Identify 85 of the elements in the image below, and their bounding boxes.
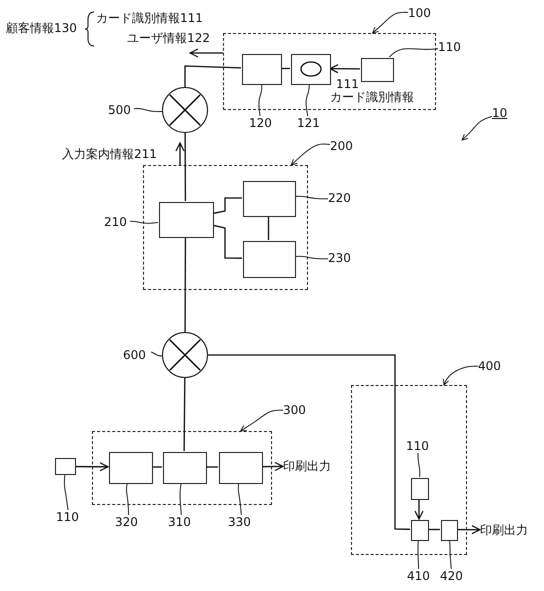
reference-numeral: 300	[283, 403, 306, 418]
leader-line	[294, 256, 328, 260]
connector-line	[184, 65, 242, 87]
dashed-boundary-box	[92, 431, 272, 505]
leader-line	[388, 48, 438, 58]
leader-line	[418, 540, 420, 570]
leader-arrow	[240, 410, 284, 432]
reference-numeral: 120	[249, 116, 272, 131]
block-box	[243, 241, 296, 278]
reference-numeral: 500	[108, 103, 131, 118]
reference-numeral: 10	[492, 106, 508, 121]
connector-line	[184, 378, 186, 451]
leader-line	[449, 540, 452, 570]
connector-line	[268, 216, 270, 240]
leader-arrow	[290, 144, 330, 166]
arrow	[329, 64, 360, 74]
block-box	[242, 54, 282, 85]
output-label: 印刷出力	[283, 458, 331, 474]
reference-numeral: 110	[56, 510, 79, 525]
leader-line	[150, 352, 162, 356]
leader-line	[258, 84, 262, 116]
reference-numeral: 420	[440, 569, 463, 584]
leader-arrow	[372, 12, 408, 34]
block-box	[243, 181, 296, 217]
leader-line	[306, 84, 310, 116]
reference-numeral: 400	[478, 359, 501, 374]
leader-line	[134, 108, 162, 112]
annotation-text: カード識別情報	[330, 90, 415, 105]
arrow	[76, 462, 109, 472]
connector-line	[208, 354, 410, 530]
block-box	[219, 452, 263, 484]
leader-arrow	[462, 116, 492, 140]
arrow	[262, 462, 284, 472]
crossed-circle-symbol	[162, 87, 208, 133]
leader-line	[130, 220, 158, 224]
annotation-text: カード識別情報111	[96, 11, 204, 26]
reference-numeral: 230	[328, 251, 351, 266]
block-box	[291, 54, 331, 85]
reference-numeral: 210	[104, 215, 127, 230]
block-box	[411, 478, 429, 500]
connector-line	[184, 237, 186, 332]
annotation-text: 111	[336, 77, 358, 92]
reference-numeral: 330	[228, 515, 251, 530]
connector-line	[212, 224, 242, 259]
arrow	[175, 142, 185, 165]
leader-line	[180, 482, 182, 516]
connector-line	[152, 466, 162, 468]
arrow	[189, 48, 223, 58]
connector-line	[212, 197, 242, 214]
reference-numeral: 100	[408, 5, 431, 21]
dashed-boundary-box	[143, 165, 308, 290]
reference-numeral: 600	[123, 348, 146, 363]
crossed-circle-symbol	[162, 332, 208, 378]
reference-numeral: 310	[168, 515, 191, 530]
connector-line	[206, 466, 218, 468]
block-box	[441, 520, 458, 541]
reference-numeral: 200	[330, 139, 353, 154]
block-box	[109, 452, 153, 484]
connector-line	[428, 528, 440, 530]
dashed-boundary-box	[223, 33, 436, 110]
leader-arrow	[443, 366, 478, 386]
output-label: 印刷出力	[480, 522, 528, 538]
block-box	[159, 202, 214, 238]
block-box	[411, 520, 429, 541]
reference-numeral: 410	[407, 569, 430, 584]
leader-line	[294, 196, 328, 200]
arrow	[457, 525, 481, 534]
reference-numeral: 320	[115, 515, 138, 530]
block-box	[163, 452, 207, 484]
annotation-text: 入力案内情報211	[62, 147, 158, 162]
annotation-text: 顧客情報130	[6, 21, 78, 36]
reference-numeral: 110	[438, 40, 461, 55]
leader-line	[238, 482, 242, 516]
reference-numeral: 220	[328, 191, 351, 206]
leader-line	[64, 474, 68, 510]
leader-line	[418, 452, 420, 478]
reference-numeral: 110	[406, 439, 429, 454]
info-label: ユーザ情報122	[127, 30, 210, 46]
arrow	[414, 499, 424, 520]
block-box	[55, 458, 76, 475]
connector-line	[184, 133, 186, 201]
leader-line	[126, 482, 130, 516]
reference-numeral: 121	[297, 116, 320, 131]
dashed-boundary-box	[351, 385, 467, 555]
block-box	[361, 58, 394, 82]
